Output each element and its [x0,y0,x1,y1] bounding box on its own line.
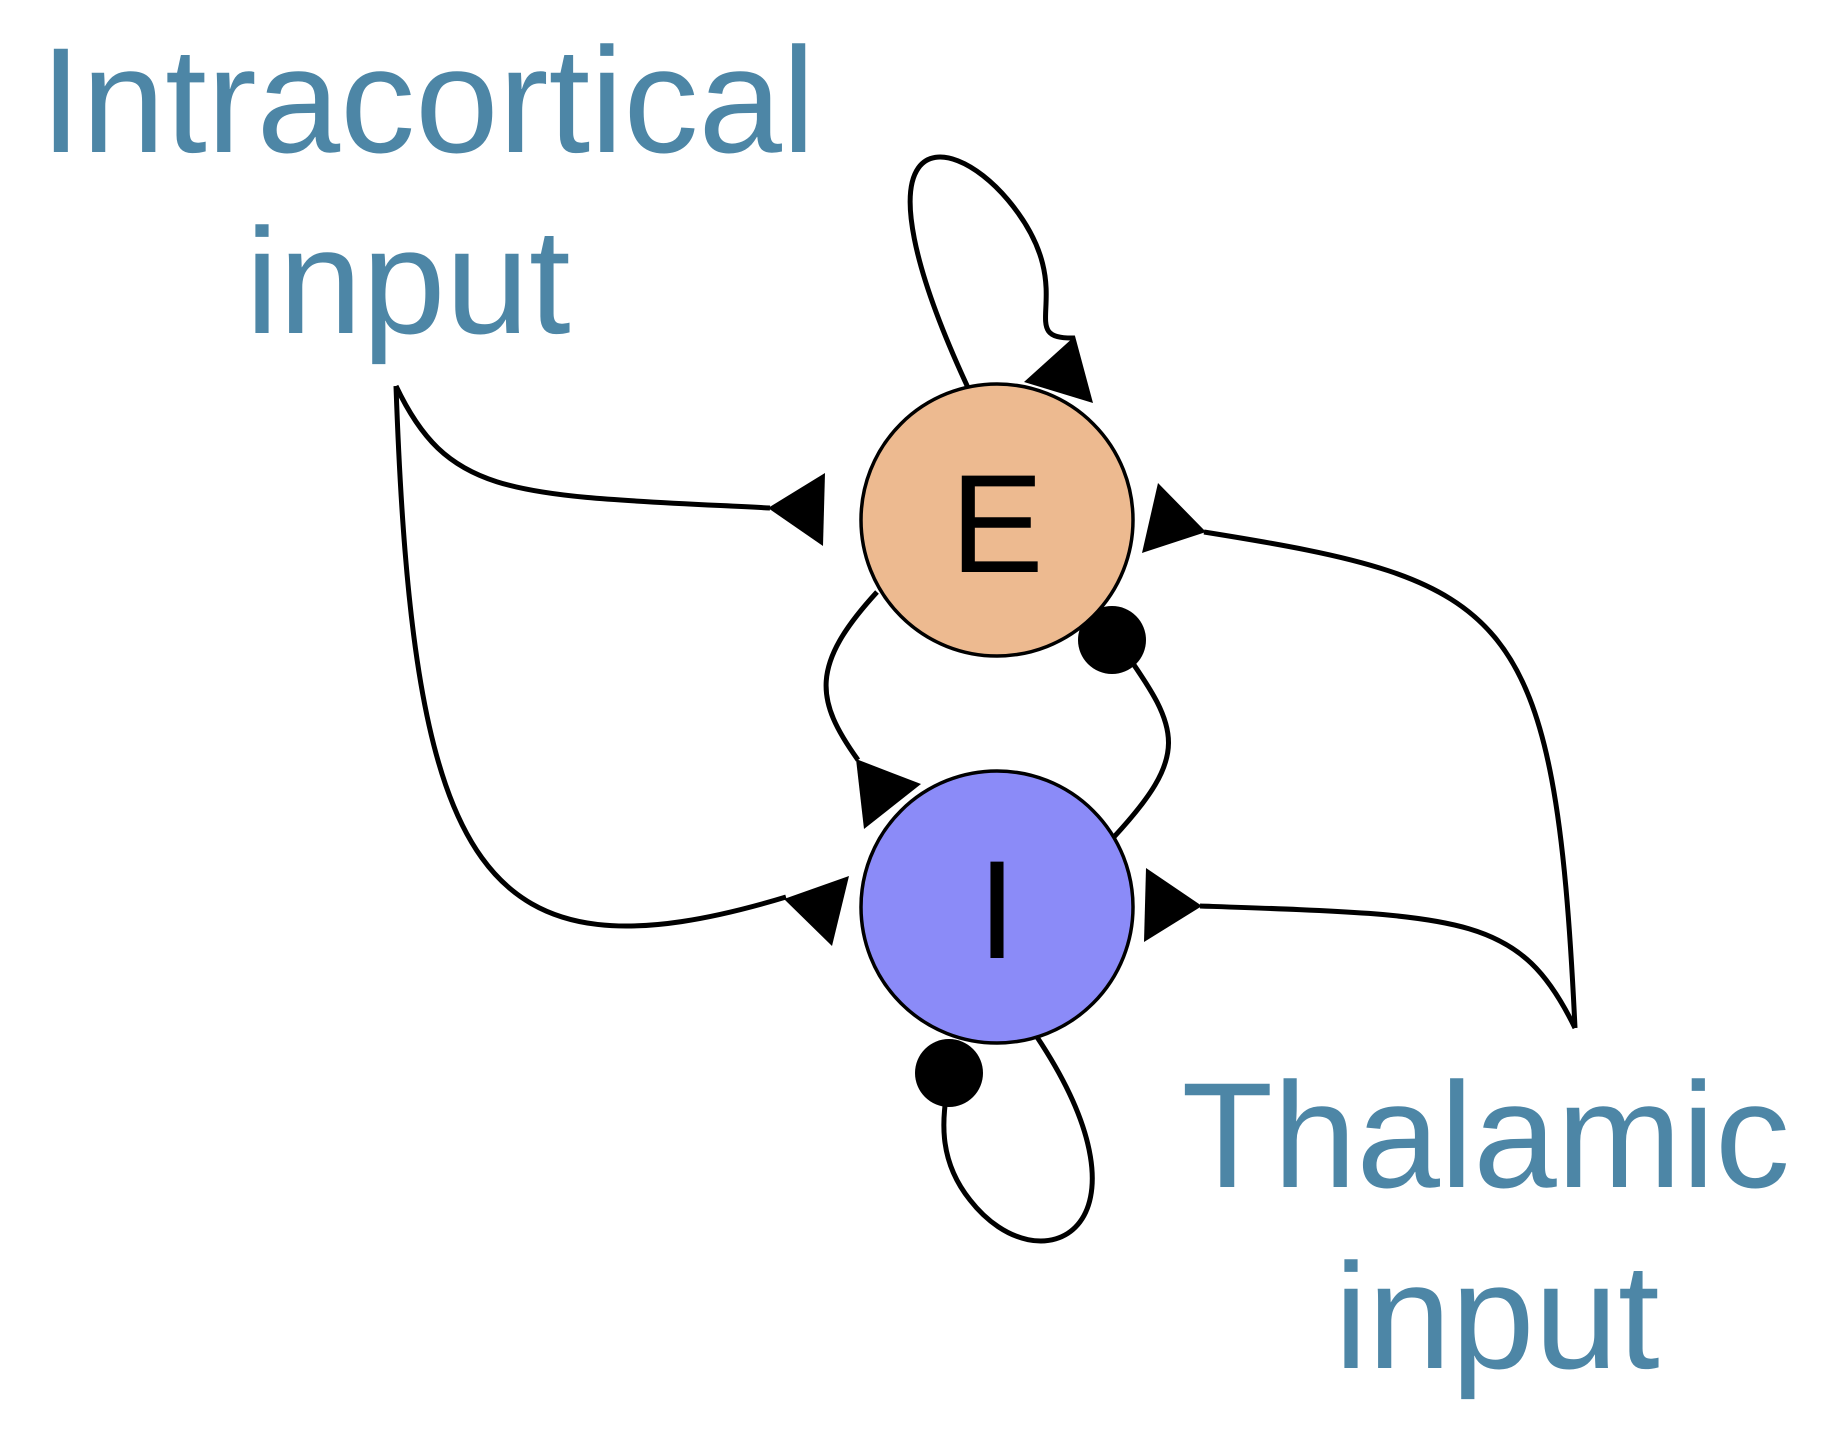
i-to-e-edge [1111,650,1171,840]
thalamic-to-e-arrowhead [1142,483,1206,553]
intracortical-to-i-edge [393,385,787,929]
thalamic-to-i-arrowhead [1144,868,1202,942]
e-to-i-edge [823,590,879,762]
thalamic-label-line1: Thalamic [1182,1051,1791,1219]
thalamic-to-i-edge [1199,903,1578,1030]
i-node-label: I [978,831,1017,988]
thalamic-to-e-edge [1203,529,1578,1029]
i-to-e-inhibition-dot [1078,606,1146,674]
intracortical-label-line1: Intracortical [40,16,815,184]
e-node-circle [859,382,1135,658]
e-node: E [859,382,1135,658]
e-node-label: E [950,445,1043,602]
i-node: I [859,769,1135,1045]
i-node-circle [859,769,1135,1045]
intracortical-to-e-arrowhead [768,473,825,546]
intracortical-to-i-arrowhead [784,876,849,946]
e-to-i-arrowhead [856,759,921,829]
i-self-loop-inhibition-dot [915,1039,983,1107]
e-self-loop-edge [907,154,1076,394]
i-self-loop-edge [941,1035,1095,1244]
thalamic-label-line2: input [1334,1232,1659,1400]
e-self-loop-arrowhead [1024,336,1093,403]
intracortical-to-e-edge [393,384,771,511]
intracortical-label-line2: input [245,197,570,365]
